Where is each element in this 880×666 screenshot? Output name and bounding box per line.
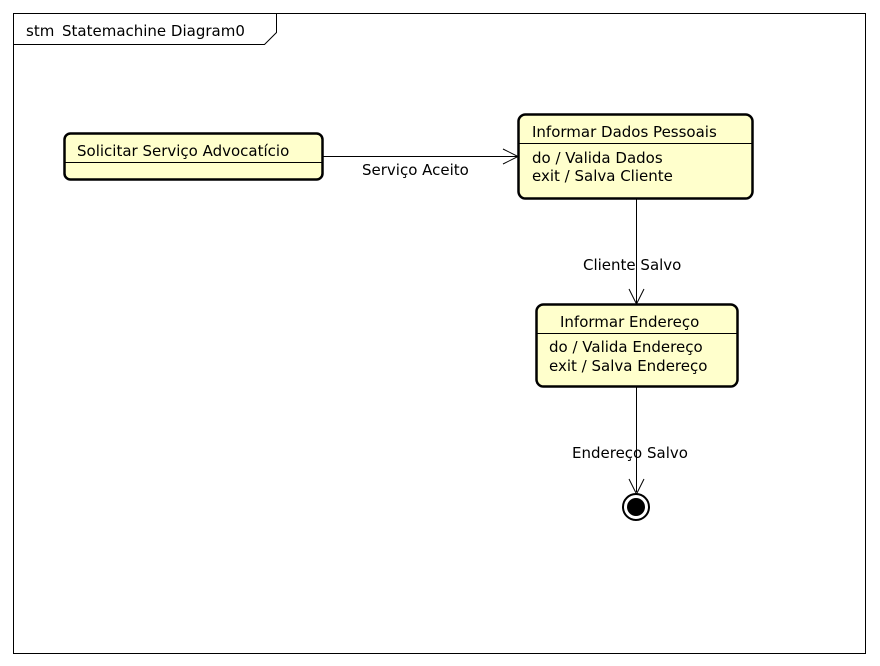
state-informar-endereco[interactable]: Informar Endereço do / Valida Endereço e… — [535, 303, 739, 388]
transition-cliente-salvo[interactable]: Cliente Salvo — [583, 199, 681, 306]
state-name: Informar Endereço — [560, 313, 699, 331]
final-state-dot — [627, 498, 645, 516]
state-box — [63, 132, 324, 181]
state-solicitar-servico[interactable]: Solicitar Serviço Advocatício — [63, 132, 324, 181]
frame-title: Statemachine Diagram0 — [62, 22, 245, 40]
state-activity-exit: exit / Salva Cliente — [532, 167, 673, 185]
state-activity-do: do / Valida Dados — [532, 149, 663, 167]
transition-label: Serviço Aceito — [362, 161, 469, 179]
state-activity-do: do / Valida Endereço — [549, 338, 703, 356]
final-state-icon[interactable] — [622, 493, 650, 521]
arrowhead-icon — [628, 288, 645, 306]
transition-servico-aceito[interactable]: Serviço Aceito — [323, 148, 520, 179]
transition-label: Endereço Salvo — [572, 444, 688, 462]
arrowhead-icon — [502, 148, 520, 165]
diagram-frame — [13, 13, 866, 654]
state-name: Solicitar Serviço Advocatício — [77, 142, 289, 160]
state-name: Informar Dados Pessoais — [532, 123, 717, 141]
transition-endereco-salvo[interactable]: Endereço Salvo — [572, 387, 688, 496]
frame-keyword: stm — [26, 22, 54, 40]
state-box — [535, 303, 739, 388]
frame-label-tab — [13, 13, 277, 45]
state-informar-dados-pessoais[interactable]: Informar Dados Pessoais do / Valida Dado… — [517, 113, 754, 200]
state-activity-exit: exit / Salva Endereço — [549, 357, 707, 375]
transition-label: Cliente Salvo — [583, 256, 681, 274]
